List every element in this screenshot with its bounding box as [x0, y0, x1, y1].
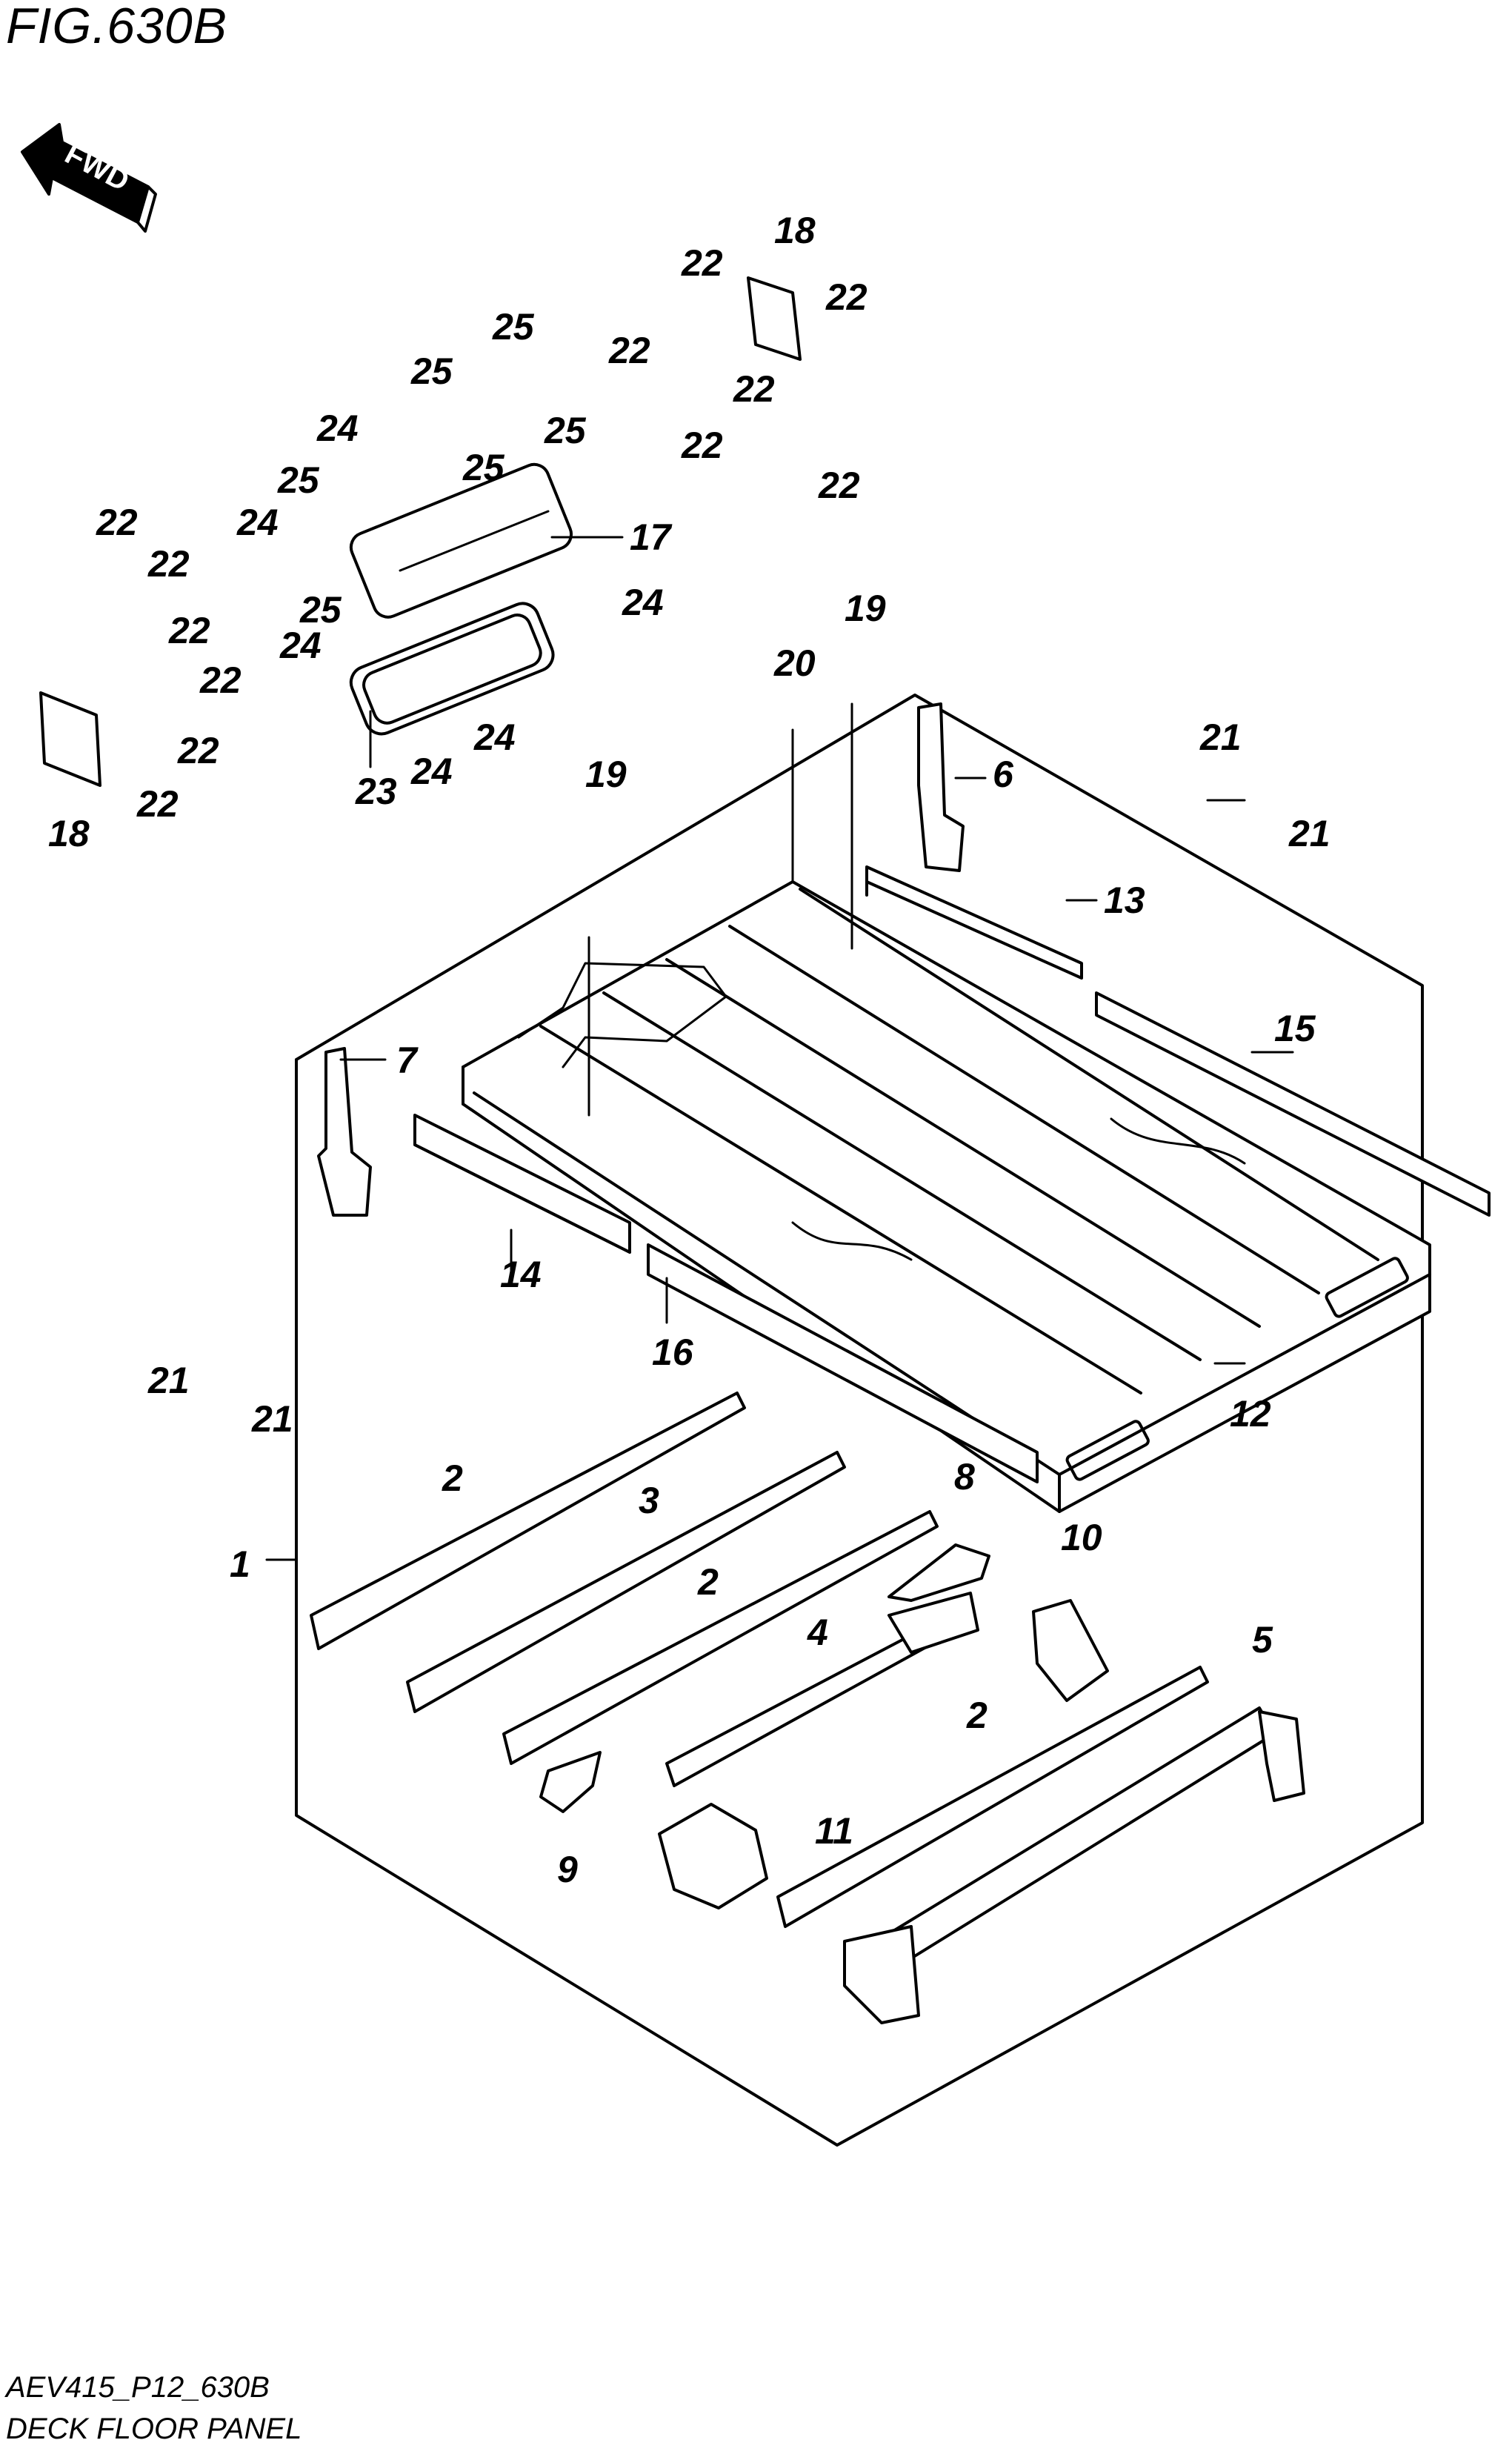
callout-25: 25 — [492, 306, 535, 348]
callout-8: 8 — [954, 1456, 975, 1497]
figure-title: FIG.630B — [6, 0, 228, 54]
callout-24: 24 — [316, 408, 359, 449]
callout-22: 22 — [177, 730, 219, 771]
callout-21: 21 — [1199, 717, 1242, 758]
callout-22: 22 — [168, 610, 210, 651]
callout-4: 4 — [807, 1612, 828, 1653]
callout-23: 23 — [355, 771, 397, 812]
seal-23 — [349, 602, 555, 736]
callout-7: 7 — [396, 1040, 419, 1081]
pillar-6 — [917, 702, 965, 872]
callout-22: 22 — [199, 659, 242, 701]
callout-20: 20 — [773, 642, 816, 684]
callout-22: 22 — [96, 502, 138, 543]
callout-14: 14 — [500, 1254, 542, 1295]
drawing-code: AEV415_P12_630B — [6, 2371, 270, 2404]
bracket-10 — [1032, 1599, 1109, 1702]
callout-24: 24 — [473, 717, 516, 758]
rear-cross-member-5 — [843, 1706, 1305, 2024]
callout-19: 19 — [845, 588, 886, 629]
callout-1: 1 — [230, 1543, 250, 1585]
stiffener-2-b — [502, 1510, 939, 1765]
channel-16 — [647, 1243, 1039, 1483]
callout-22: 22 — [136, 783, 179, 825]
callout-2: 2 — [966, 1695, 988, 1736]
channel-14 — [413, 1114, 631, 1254]
callout-25: 25 — [462, 447, 505, 488]
callout-25: 25 — [277, 459, 320, 501]
plate-18-left — [39, 691, 101, 787]
bracket-8 — [887, 1543, 990, 1602]
bracket-9 — [539, 1751, 602, 1813]
callout-22: 22 — [818, 465, 860, 506]
deck-floor-panel — [462, 880, 1431, 1513]
callout-2: 2 — [697, 1561, 719, 1603]
callout-24: 24 — [410, 751, 453, 792]
callout-22: 22 — [681, 242, 723, 284]
callout-21: 21 — [1288, 813, 1331, 854]
callout-18: 18 — [774, 210, 816, 251]
callout-13: 13 — [1104, 880, 1145, 921]
callout-24: 24 — [622, 582, 664, 623]
callout-18: 18 — [48, 813, 90, 854]
callout-21: 21 — [251, 1398, 293, 1440]
stiffener-2-a — [310, 1392, 746, 1650]
cross-member-4 — [665, 1592, 979, 1787]
callout-22: 22 — [733, 368, 775, 410]
callout-11: 11 — [815, 1810, 853, 1852]
callout-22: 22 — [681, 425, 723, 466]
callout-22: 22 — [825, 276, 867, 318]
callout-24: 24 — [236, 502, 279, 543]
callout-16: 16 — [652, 1332, 694, 1373]
diagram-caption: DECK FLOOR PANEL — [6, 2413, 302, 2445]
callout-3: 3 — [639, 1480, 659, 1521]
bracket-11 — [658, 1803, 768, 1909]
callout-19: 19 — [585, 754, 627, 795]
callout-9: 9 — [557, 1849, 578, 1890]
callout-15: 15 — [1274, 1008, 1316, 1049]
callout-17: 17 — [630, 516, 673, 558]
channel-13 — [865, 865, 1083, 980]
callout-24: 24 — [279, 625, 322, 666]
fwd-arrow-icon — [21, 123, 157, 233]
access-lid-17 — [349, 462, 573, 619]
plate-18-top — [747, 276, 802, 361]
callout-6: 6 — [993, 754, 1014, 795]
callout-12: 12 — [1230, 1393, 1271, 1435]
callout-10: 10 — [1061, 1517, 1102, 1558]
callout-2: 2 — [442, 1457, 463, 1499]
pillar-7 — [317, 1047, 372, 1217]
stiffener-3 — [406, 1451, 846, 1713]
callout-25: 25 — [410, 350, 453, 392]
assembly-boundary — [295, 694, 1424, 2147]
callout-22: 22 — [147, 543, 190, 585]
callout-22: 22 — [608, 330, 650, 371]
callout-25: 25 — [544, 410, 587, 451]
callout-5: 5 — [1252, 1619, 1273, 1660]
channel-15 — [1095, 991, 1491, 1217]
leader-lines — [265, 536, 1294, 1561]
stiffener-2-c — [776, 1666, 1209, 1928]
callout-25: 25 — [299, 589, 342, 631]
callout-21: 21 — [147, 1360, 190, 1401]
